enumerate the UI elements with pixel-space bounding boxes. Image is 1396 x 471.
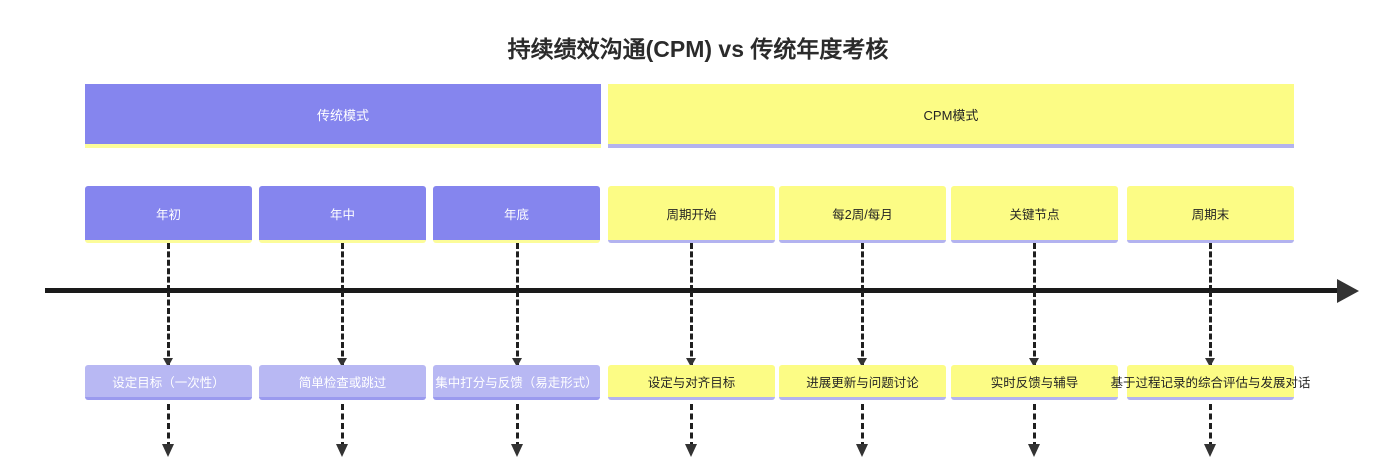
milestone-label-7: 周期末 bbox=[1191, 207, 1230, 222]
banner-traditional-label: 传统模式 bbox=[316, 107, 369, 123]
description-label-6: 实时反馈与辅导 bbox=[990, 375, 1079, 390]
milestone-box-2[interactable]: 年中 bbox=[259, 186, 426, 243]
tail-line-1 bbox=[167, 404, 170, 448]
connector-lower-4 bbox=[690, 291, 693, 365]
tail-line-5 bbox=[861, 404, 864, 448]
banner-cpm-mode: CPM模式 bbox=[608, 84, 1294, 148]
tail-arrow-icon-4 bbox=[685, 444, 697, 457]
milestone-label-1: 年初 bbox=[155, 207, 181, 222]
connector-lower-6 bbox=[1033, 291, 1036, 365]
milestone-label-4: 周期开始 bbox=[666, 207, 717, 222]
connector-upper-1 bbox=[167, 243, 170, 291]
milestone-label-2: 年中 bbox=[329, 207, 355, 222]
connector-upper-5 bbox=[861, 243, 864, 291]
tail-arrow-icon-6 bbox=[1028, 444, 1040, 457]
connector-upper-7 bbox=[1209, 243, 1212, 291]
connector-lower-1 bbox=[167, 291, 170, 365]
description-label-3: 集中打分与反馈（易走形式） bbox=[435, 375, 598, 390]
connector-upper-3 bbox=[516, 243, 519, 291]
milestone-box-5[interactable]: 每2周/每月 bbox=[779, 186, 946, 243]
connector-arrow-icon-1 bbox=[163, 358, 173, 367]
connector-arrow-icon-4 bbox=[686, 358, 696, 367]
milestone-box-4[interactable]: 周期开始 bbox=[608, 186, 775, 243]
page-title: 持续绩效沟通(CPM) vs 传统年度考核 bbox=[507, 36, 889, 62]
description-box-4[interactable]: 设定与对齐目标 bbox=[608, 365, 775, 400]
description-box-7[interactable]: 基于过程记录的综合评估与发展对话 bbox=[1111, 365, 1311, 400]
tail-arrow-icon-3 bbox=[511, 444, 523, 457]
tail-arrow-icon-5 bbox=[856, 444, 868, 457]
tail-line-3 bbox=[516, 404, 519, 448]
description-box-3[interactable]: 集中打分与反馈（易走形式） bbox=[433, 365, 600, 400]
description-label-5: 进展更新与问题讨论 bbox=[806, 375, 919, 390]
milestone-box-3[interactable]: 年底 bbox=[433, 186, 600, 243]
milestone-box-7[interactable]: 周期末 bbox=[1127, 186, 1294, 243]
connector-upper-2 bbox=[341, 243, 344, 291]
tail-line-6 bbox=[1033, 404, 1036, 448]
tail-line-7 bbox=[1209, 404, 1212, 448]
tail-arrow-icon-1 bbox=[162, 444, 174, 457]
timeline-axis bbox=[45, 288, 1345, 293]
milestone-label-5: 每2周/每月 bbox=[832, 207, 893, 222]
connector-arrow-icon-2 bbox=[337, 358, 347, 367]
connector-arrow-icon-6 bbox=[1029, 358, 1039, 367]
tail-line-2 bbox=[341, 404, 344, 448]
connector-lower-7 bbox=[1209, 291, 1212, 365]
description-box-5[interactable]: 进展更新与问题讨论 bbox=[779, 365, 946, 400]
description-label-1: 设定目标（一次性） bbox=[112, 375, 225, 390]
milestone-box-1[interactable]: 年初 bbox=[85, 186, 252, 243]
milestone-box-6[interactable]: 关键节点 bbox=[951, 186, 1118, 243]
banner-traditional-mode: 传统模式 bbox=[85, 84, 601, 148]
tail-arrow-icon-7 bbox=[1204, 444, 1216, 457]
connector-upper-4 bbox=[690, 243, 693, 291]
tail-arrow-icon-2 bbox=[336, 444, 348, 457]
connector-upper-6 bbox=[1033, 243, 1036, 291]
description-box-1[interactable]: 设定目标（一次性） bbox=[85, 365, 252, 400]
connector-arrow-icon-3 bbox=[512, 358, 522, 367]
description-label-4: 设定与对齐目标 bbox=[647, 375, 736, 390]
tail-line-4 bbox=[690, 404, 693, 448]
milestone-label-3: 年底 bbox=[503, 207, 529, 222]
description-label-7: 基于过程记录的综合评估与发展对话 bbox=[1110, 375, 1311, 390]
banner-cpm-label: CPM模式 bbox=[923, 107, 979, 123]
connector-lower-2 bbox=[341, 291, 344, 365]
milestone-label-6: 关键节点 bbox=[1009, 207, 1060, 222]
connector-lower-3 bbox=[516, 291, 519, 365]
description-box-6[interactable]: 实时反馈与辅导 bbox=[951, 365, 1118, 400]
connector-lower-5 bbox=[861, 291, 864, 365]
timeline-arrow-icon bbox=[1337, 279, 1359, 303]
description-label-2: 简单检查或跳过 bbox=[298, 375, 387, 390]
connector-arrow-icon-7 bbox=[1205, 358, 1215, 367]
description-box-2[interactable]: 简单检查或跳过 bbox=[259, 365, 426, 400]
connector-arrow-icon-5 bbox=[857, 358, 867, 367]
